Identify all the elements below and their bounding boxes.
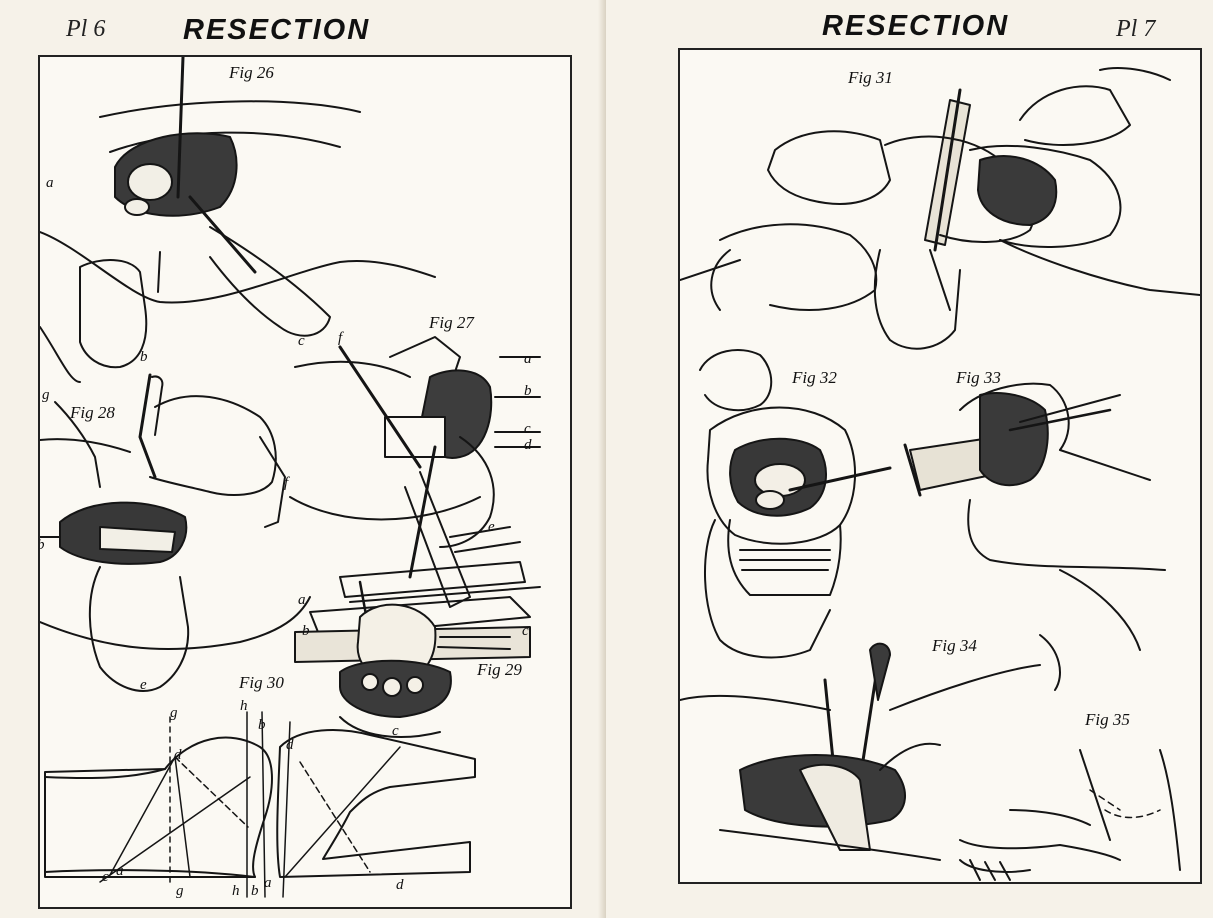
marker-letter: h [232,883,240,899]
figure-label-32: Fig 32 [792,368,837,387]
marker-letter: f [338,330,343,346]
figure-30-drawing [44,711,476,898]
marker-letter: g [170,705,178,721]
plate-frame-right: Fig 31 Fig 32 Fig 33 Fig 34 Fig 35 [678,48,1202,884]
figure-32-drawing [699,349,892,659]
marker-letter: d [396,877,404,893]
marker-letter: g [176,883,184,899]
page-title-left: RESECTION [183,14,371,46]
marker-letter: b [258,717,266,733]
marker-letter: a [524,351,532,367]
figure-label-29: Fig 29 [477,660,522,679]
figure-label-34: Fig 34 [932,636,977,655]
marker-letter: c [298,333,305,349]
marker-letter: d [286,737,294,753]
plate-number-right: Pl 7 [1116,16,1156,42]
figure-label-31: Fig 31 [848,68,893,87]
plate-number-left: Pl 6 [66,16,106,42]
figure-label-33: Fig 33 [956,368,1001,387]
marker-letter: b [251,883,259,899]
marker-letter: a [264,875,272,891]
marker-letter: a [46,175,54,191]
marker-letter: h [240,698,248,714]
plate-7-illustration [680,67,1200,881]
marker-letter: e [488,519,495,535]
figure-29-drawing [294,526,541,738]
figure-26-drawing [40,57,436,369]
marker-letter: c [522,623,529,639]
marker-letter: c [392,723,399,739]
figure-35-drawing [959,749,1181,881]
marker-letter: a [298,592,306,608]
marker-letter: b [140,349,148,365]
figure-28-drawing [40,326,481,692]
plate-frame-left: Fig 26 Fig 27 Fig 28 Fig 29 Fig 30 a b c… [38,55,572,909]
page-title-right: RESECTION [822,10,1010,42]
marker-letter: c [102,869,109,885]
plate-6-illustration [40,57,541,898]
figure-34-drawing [680,569,1141,861]
left-page: Pl 6 RESECTION [0,0,606,918]
marker-letter: d [524,437,532,453]
figure-label-27: Fig 27 [429,313,474,332]
marker-letter: f [284,475,289,491]
figure-label-28: Fig 28 [70,403,115,422]
marker-letter: b [302,623,310,639]
figure-label-30: Fig 30 [239,673,284,692]
marker-letter: a [116,863,124,879]
marker-letter: b [524,383,532,399]
figure-31-drawing [680,67,1200,350]
figure-label-35: Fig 35 [1085,710,1130,729]
marker-letter: g [42,387,50,403]
figure-33-drawing [903,382,1166,571]
marker-letter: e [140,677,147,693]
marker-letter: b [40,537,45,554]
figure-label-26: Fig 26 [229,63,274,82]
figure-27-drawing [294,336,541,608]
marker-letter: c [524,421,531,437]
marker-letter: d [174,747,182,763]
